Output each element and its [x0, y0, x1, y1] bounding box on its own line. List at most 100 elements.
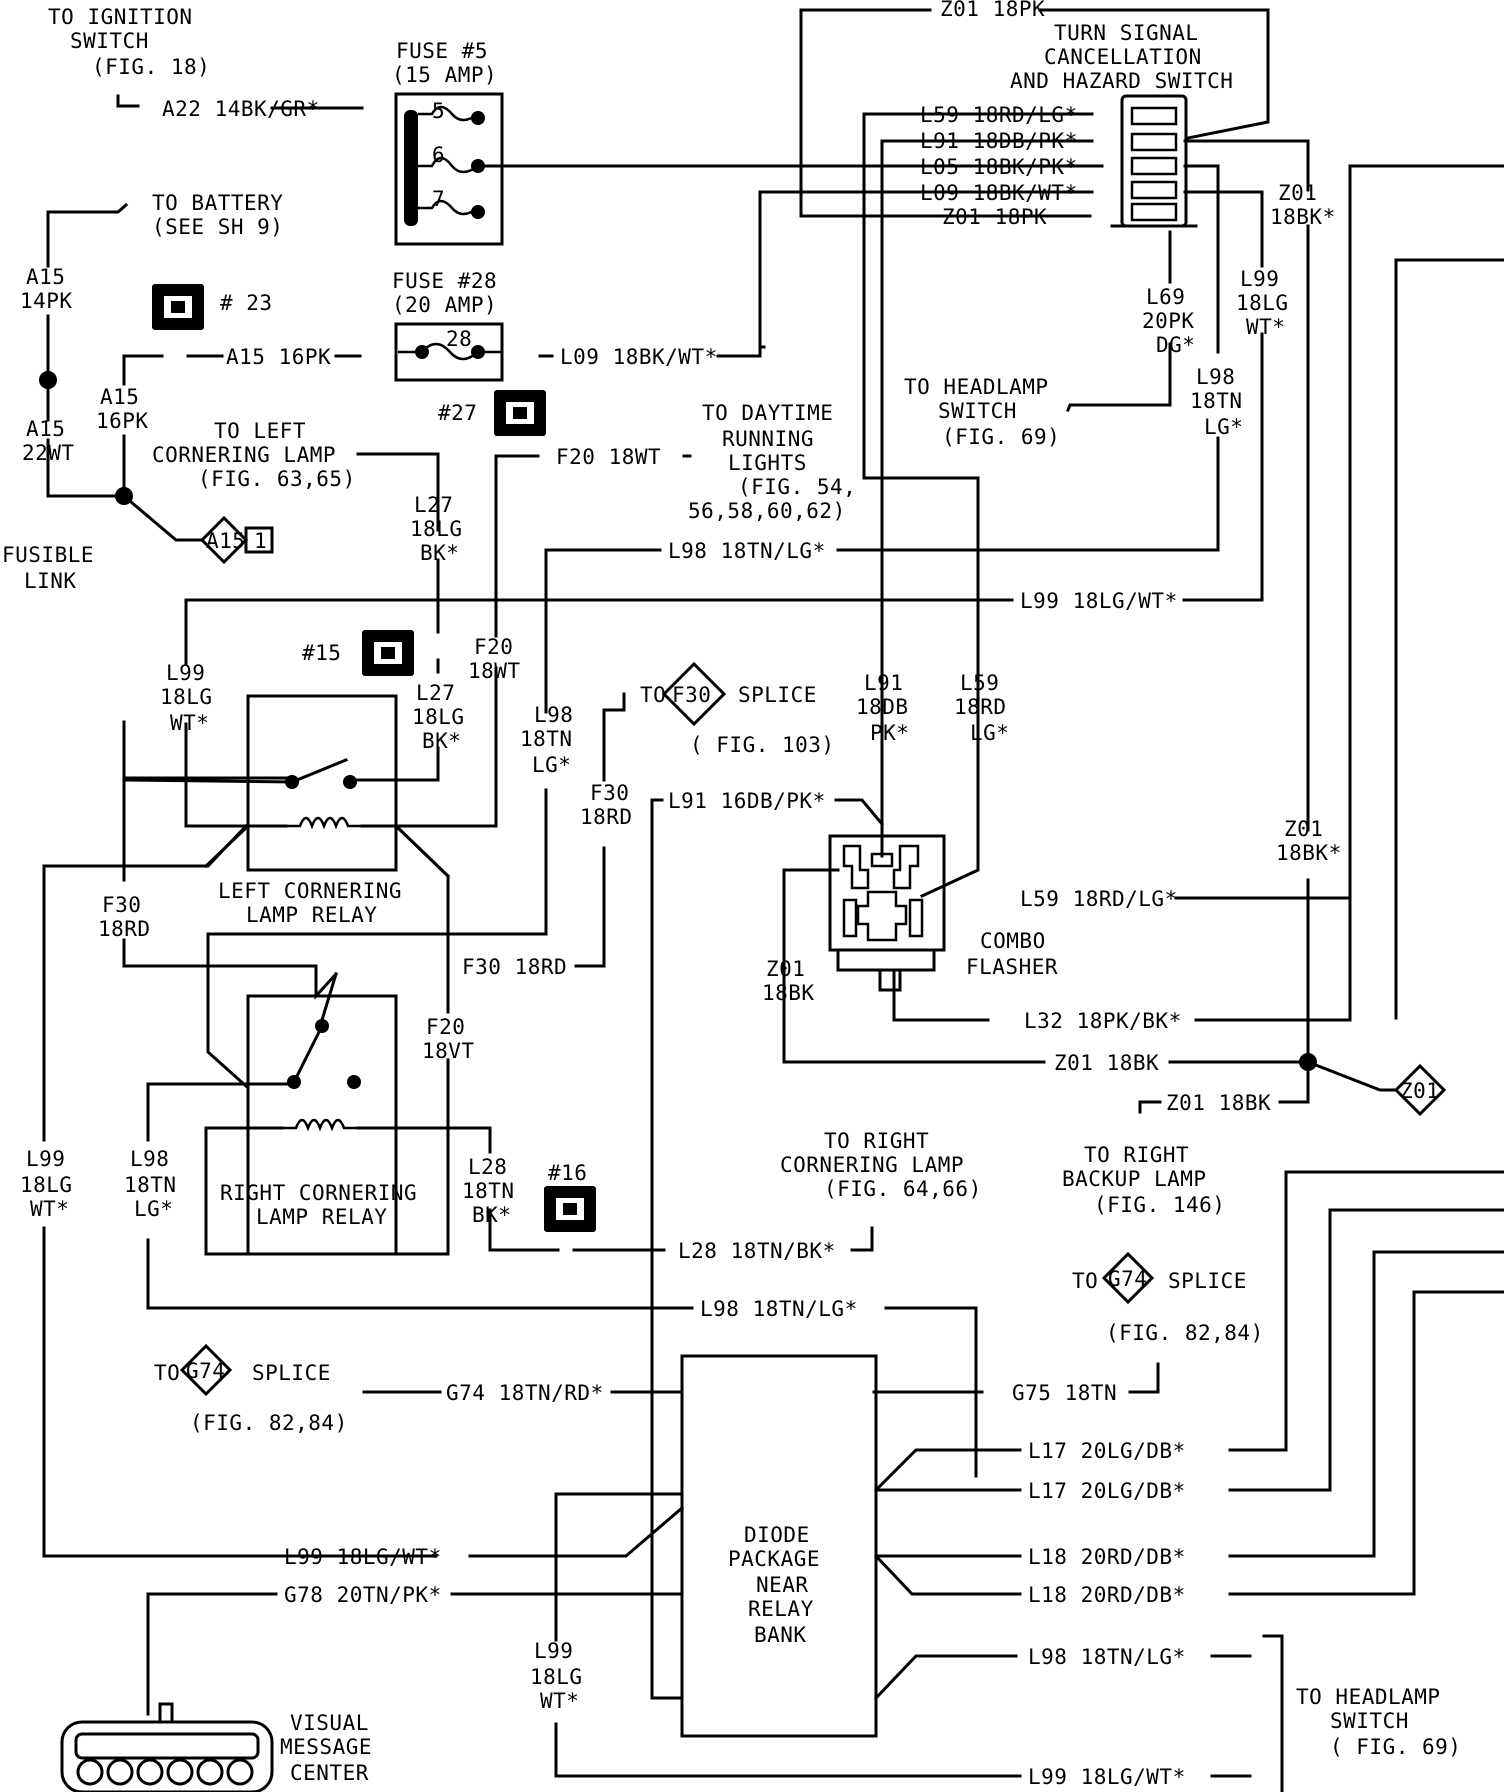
label: F20 [426, 1015, 465, 1039]
label: Z01 18PK [940, 0, 1045, 21]
label: L59 18RD/LG* [1020, 887, 1178, 911]
fuse-28 [394, 322, 504, 382]
label: BK* [420, 541, 459, 565]
connector-27-icon [494, 390, 546, 436]
label: VISUAL [290, 1711, 369, 1735]
splice-diamonds [179, 515, 1447, 1397]
connector-23-icon [152, 284, 204, 330]
label: 5 [432, 99, 445, 123]
label: TO [640, 683, 666, 707]
label: L28 18TN/BK* [678, 1239, 836, 1263]
label: Z01 18BK [1054, 1051, 1159, 1075]
label: (20 AMP) [392, 293, 497, 317]
label: L99 [534, 1639, 573, 1663]
label: 18BK [762, 981, 815, 1005]
label: CANCELLATION [1044, 45, 1202, 69]
label: WT* [170, 711, 209, 735]
right-cornering-lamp-relay [146, 972, 398, 1256]
label: F30 [672, 683, 711, 707]
label: TO [1072, 1269, 1098, 1293]
label: 18LG [530, 1665, 583, 1689]
label: SPLICE [738, 683, 817, 707]
label: WT* [30, 1197, 69, 1221]
label: LAMP RELAY [246, 903, 377, 927]
label: (15 AMP) [392, 63, 497, 87]
left-cornering-lamp-relay [122, 694, 498, 879]
label: # 23 [220, 291, 273, 315]
label: 18RD [580, 805, 633, 829]
label: L98 18TN/LG* [1028, 1645, 1186, 1669]
label: F20 [474, 635, 513, 659]
label: L99 18LG/WT* [284, 1545, 442, 1569]
label: MESSAGE [280, 1735, 372, 1759]
label: #16 [548, 1161, 587, 1185]
label: TO [154, 1361, 180, 1385]
label: L99 [26, 1147, 65, 1171]
label: 18RD [954, 695, 1007, 719]
label: BK* [422, 729, 461, 753]
label: F30 [102, 893, 141, 917]
label: L99 [1240, 267, 1279, 291]
label: DIODE [744, 1523, 810, 1547]
label: G78 20TN/PK* [284, 1583, 442, 1607]
label: FUSIBLE [2, 543, 94, 567]
label: 18TN [1190, 389, 1243, 413]
label: A15 [206, 529, 245, 553]
label: L69 [1146, 285, 1185, 309]
label: (FIG. 69) [942, 425, 1060, 449]
label: 18TN [520, 727, 573, 751]
label: A15 [26, 265, 65, 289]
label: 1 [254, 529, 267, 553]
label: Z01 18PK [942, 205, 1047, 229]
label: G74 [1108, 1267, 1147, 1291]
label: WT* [1246, 315, 1285, 339]
label: TO BATTERY [152, 191, 283, 215]
label: 18LG [160, 685, 213, 709]
label: COMBO [980, 929, 1046, 953]
label: L27 [414, 493, 453, 517]
label: F20 18WT [556, 445, 661, 469]
label: 18TN [124, 1173, 177, 1197]
label: RELAY [748, 1597, 814, 1621]
label: LEFT CORNERING [218, 879, 402, 903]
label: FLASHER [966, 955, 1058, 979]
label: #27 [438, 401, 477, 425]
label: A15 [26, 417, 65, 441]
label: (FIG. 63,65) [198, 467, 356, 491]
label: (FIG. 64,66) [824, 1177, 982, 1201]
label: L91 18DB/PK* [920, 129, 1078, 153]
label: (FIG. 18) [92, 55, 210, 79]
label: G75 18TN [1012, 1381, 1117, 1405]
fuse-5 [394, 92, 542, 246]
wire-labels: TO IGNITION SWITCH (FIG. 18) A22 14BK/GR… [2, 0, 1461, 1789]
label: 18BK* [1276, 841, 1342, 865]
label: 18DB [856, 695, 909, 719]
label: LINK [24, 569, 77, 593]
label: (FIG. 82,84) [1106, 1321, 1264, 1345]
label: DG* [1156, 333, 1195, 357]
label: F30 18RD [462, 955, 567, 979]
label: CORNERING LAMP [152, 443, 336, 467]
label: 18LG [1236, 291, 1289, 315]
label: L91 16DB/PK* [668, 789, 826, 813]
label: CENTER [290, 1761, 369, 1785]
label: L28 [468, 1155, 507, 1179]
label: ( FIG. 69) [1330, 1735, 1461, 1759]
label: A22 14BK/GR* [162, 97, 320, 121]
label: TO HEADLAMP [1296, 1685, 1441, 1709]
label: Z01 [1284, 817, 1323, 841]
label: RUNNING [722, 427, 814, 451]
label: LG* [970, 721, 1009, 745]
label: G74 [186, 1359, 225, 1383]
label: L09 18BK/WT* [920, 181, 1078, 205]
label: L59 18RD/LG* [920, 103, 1078, 127]
label: L32 18PK/BK* [1024, 1009, 1182, 1033]
label: 18TN [462, 1179, 515, 1203]
label: L98 [534, 703, 573, 727]
label: LG* [532, 753, 571, 777]
label: BACKUP LAMP [1062, 1167, 1207, 1191]
label: 18BK* [1270, 205, 1336, 229]
label: L99 18LG/WT* [1020, 589, 1178, 613]
label: AND HAZARD SWITCH [1010, 69, 1233, 93]
label: Z01 18BK [1166, 1091, 1271, 1115]
